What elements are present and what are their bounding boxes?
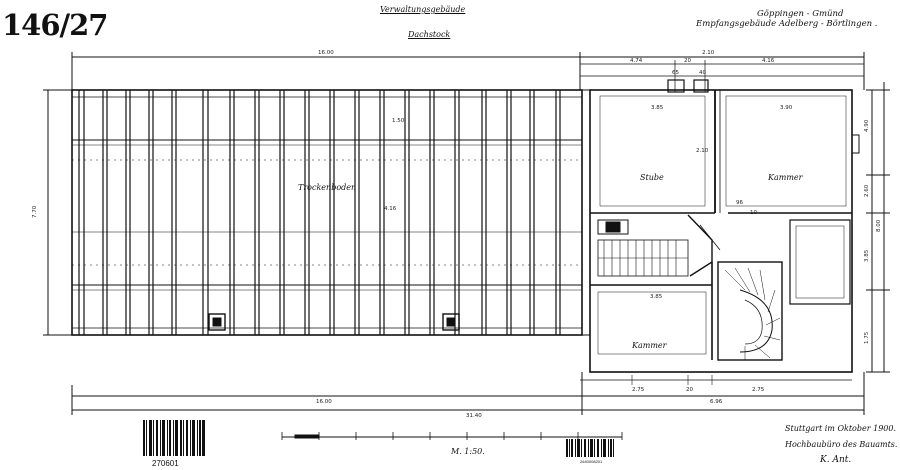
room-label-stube: Stube <box>640 173 664 182</box>
dim-left-top: 16.00 <box>318 50 334 56</box>
dim-interior-1: 2.10 <box>696 148 709 154</box>
dim-right-seg-4: 3.85 <box>864 249 870 262</box>
sheet-number: 146/27 <box>2 8 108 42</box>
scale-label: M. 1:50. <box>451 447 485 456</box>
project-place: Göppingen - Gmünd <box>757 9 844 19</box>
dim-bottom-overall: 31.40 <box>466 413 482 419</box>
signature-name: K. Ant. <box>820 455 852 465</box>
dim-right-seg-1: 4.90 <box>864 119 870 132</box>
dim-stair-1: 96 <box>736 200 743 206</box>
dim-bottom-right: 6.96 <box>710 399 723 405</box>
room-label-kammer: Kammer <box>767 173 804 182</box>
dim-bottom-left: 16.00 <box>316 399 332 405</box>
room-label-kammer-south: Kammer <box>631 341 668 350</box>
barcode-left-number: 270601 <box>152 459 179 468</box>
dim-stair-2: 10 <box>750 210 757 216</box>
dim-top-seg-4: 65 <box>672 70 679 76</box>
dim-right-top: 2.10 <box>702 50 715 56</box>
dim-interior-3: 1.50 <box>392 118 405 124</box>
dim-right-seg-3: 1.75 <box>864 331 870 344</box>
dim-bottom-seg-1: 2.75 <box>632 387 645 393</box>
dim-left-height: 7.70 <box>32 205 38 218</box>
dim-right-height: 8.00 <box>876 219 882 232</box>
dim-top-seg-5: 40 <box>699 70 706 76</box>
barcode-left <box>143 420 205 456</box>
dim-top-seg-2: 20 <box>684 58 691 64</box>
dim-bottom-seg-2: 20 <box>686 387 693 393</box>
dim-right-seg-2: 2.60 <box>864 184 870 197</box>
dim-kammer-s-width: 3.85 <box>650 294 663 300</box>
barcode-right-number: 2640008201 <box>580 459 603 464</box>
dim-top-seg-1: 4.74 <box>630 58 643 64</box>
dim-top-seg-3: 4.16 <box>762 58 775 64</box>
dim-interior-2: 4.16 <box>384 206 397 212</box>
dim-stube-width: 3.85 <box>651 105 664 111</box>
project-building: Empfangsgebäude Adelberg - Börtlingen . <box>696 19 878 29</box>
signature-date: Stuttgart im Oktober 1900. <box>785 424 896 433</box>
signature-office: Hochbaubüro des Bauamts. <box>785 440 898 449</box>
drawing-subtitle: Dachstock <box>408 30 451 39</box>
drawing-title: Verwaltungsgebäude <box>380 5 466 14</box>
dim-bottom-seg-3: 2.75 <box>752 387 765 393</box>
room-label-attic: Trockenboden <box>298 183 356 192</box>
dim-kammer-width: 3.90 <box>780 105 793 111</box>
barcode-right <box>566 439 614 457</box>
